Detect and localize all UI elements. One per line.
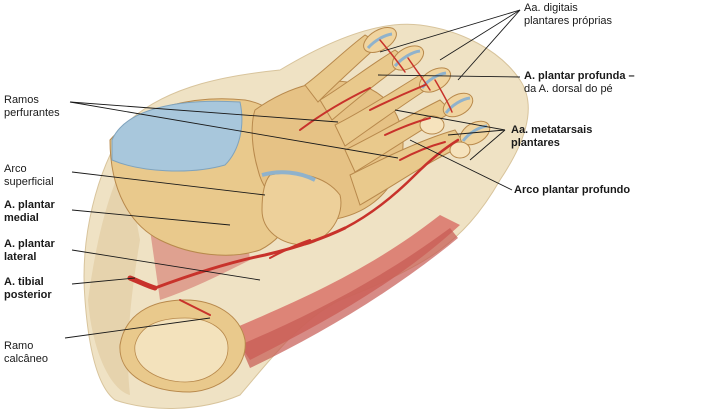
label-ramo-calcaneo: Ramo calcâneo xyxy=(4,340,48,366)
label-arco-plantar-profundo: Arco plantar profundo xyxy=(514,184,630,197)
label-plantar-profunda-line1: A. plantar profunda – xyxy=(524,70,635,82)
leader-lines xyxy=(64,9,521,339)
label-arco-superficial-line2: superficial xyxy=(4,176,54,188)
label-aa-digitais-line1: Aa. digitais xyxy=(524,2,578,14)
label-ramos-perfurantes-line2: perfurantes xyxy=(4,107,60,119)
label-plantar-lateral: A. plantar lateral xyxy=(4,238,55,264)
label-plantar-medial-line1: A. plantar xyxy=(4,199,55,211)
label-plantar-medial: A. plantar medial xyxy=(4,199,55,225)
arteries xyxy=(127,39,460,316)
label-tibial-posterior-line1: A. tibial xyxy=(4,276,44,288)
label-aa-metatarsais: Aa. metatarsais plantares xyxy=(511,124,592,150)
label-aa-metatarsais-line1: Aa. metatarsais xyxy=(511,124,593,136)
label-tibial-posterior: A. tibial posterior xyxy=(4,276,52,302)
label-aa-digitais: Aa. digitais plantares próprias xyxy=(524,2,612,28)
calcaneus-cut-surface xyxy=(134,317,229,383)
label-plantar-lateral-line2: lateral xyxy=(4,251,37,263)
label-aa-metatarsais-line2: plantares xyxy=(511,137,560,149)
muscle-abductor xyxy=(240,228,458,368)
label-ramos-perfurantes: Ramos perfurantes xyxy=(4,94,60,120)
label-plantar-medial-line2: medial xyxy=(4,212,39,224)
talus-cartilage xyxy=(111,100,243,172)
label-arco-superficial-line1: Arco xyxy=(4,163,27,175)
joint-cartilage xyxy=(261,170,316,182)
label-ramo-calcaneo-line1: Ramo xyxy=(4,340,34,352)
label-arco-plantar-profundo-line1: Arco plantar profundo xyxy=(514,184,631,196)
label-arco-superficial: Arco superficial xyxy=(4,163,54,189)
label-plantar-profunda-line2: da A. dorsal do pé xyxy=(524,83,613,95)
label-ramos-perfurantes-line1: Ramos xyxy=(4,94,39,106)
label-aa-digitais-line2: plantares próprias xyxy=(524,15,613,27)
label-ramo-calcaneo-line2: calcâneo xyxy=(4,353,49,365)
label-plantar-profunda: A. plantar profunda – da A. dorsal do pé xyxy=(524,70,635,96)
label-plantar-lateral-line1: A. plantar xyxy=(4,238,55,250)
label-tibial-posterior-line2: posterior xyxy=(4,289,52,301)
